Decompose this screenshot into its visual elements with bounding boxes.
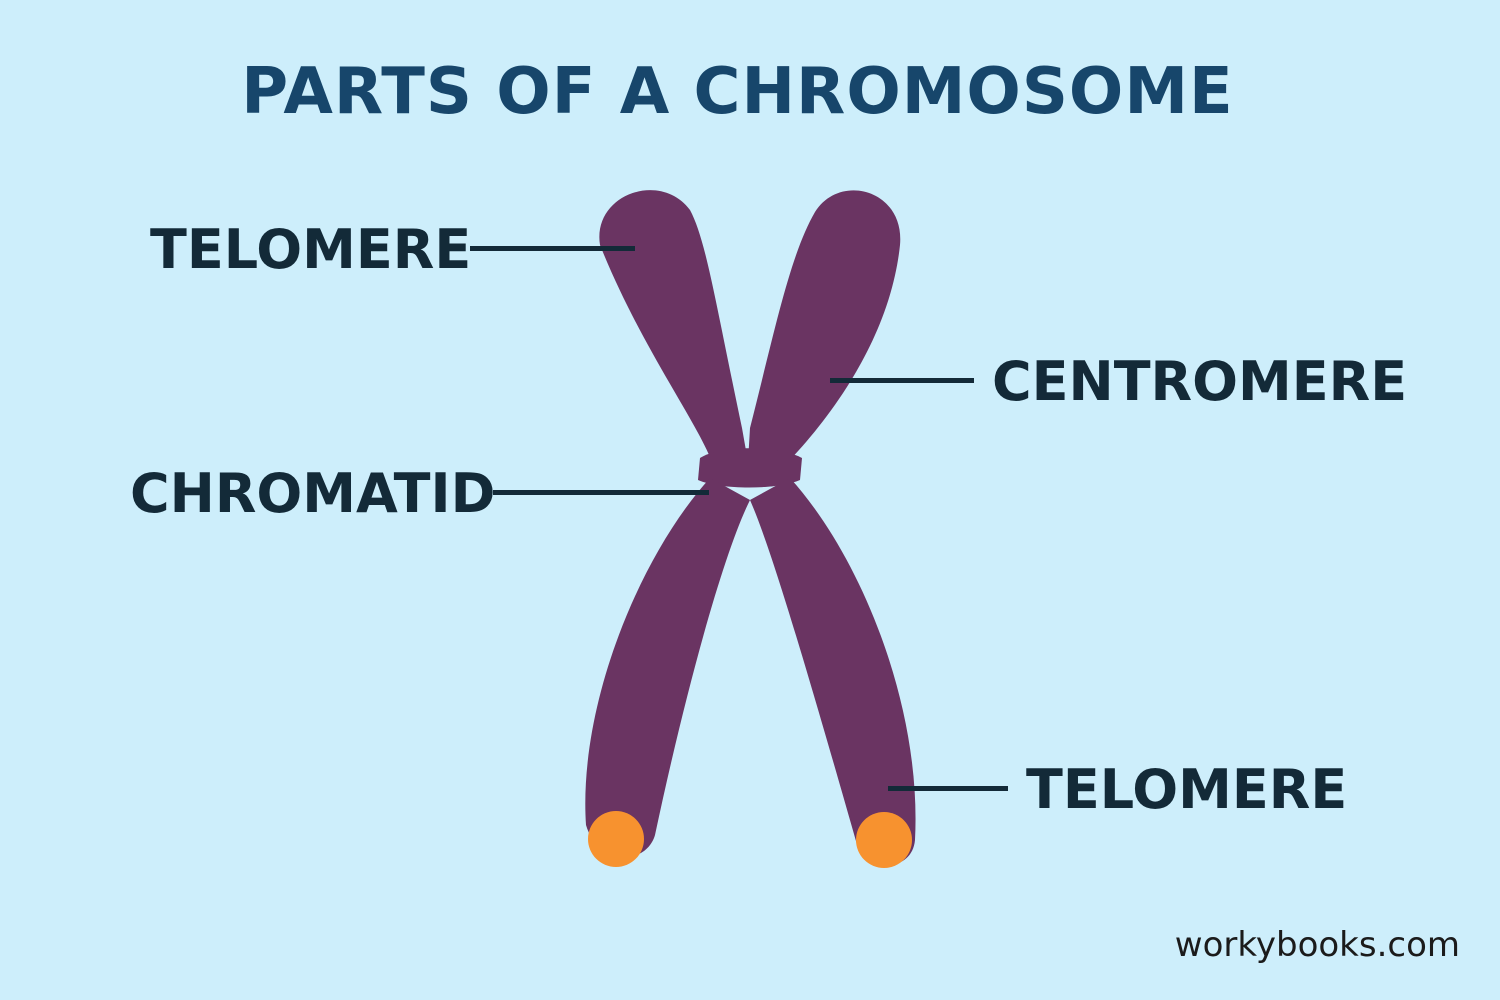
label-chromatid: CHROMATID bbox=[130, 462, 496, 525]
telomere-tip-right bbox=[856, 812, 912, 868]
leader-line-telomere-bottom bbox=[888, 786, 1008, 791]
page-title: PARTS OF A CHROMOSOME bbox=[241, 55, 1234, 129]
leader-line-chromatid bbox=[493, 490, 709, 495]
chromatid-arm-lower-left bbox=[585, 478, 750, 858]
chromatid-arm-upper-left bbox=[599, 190, 748, 462]
centromere-junction bbox=[698, 448, 802, 488]
label-telomere-top: TELOMERE bbox=[150, 218, 472, 281]
chromatid-arm-upper-right bbox=[748, 190, 901, 462]
chromatid-arm-lower-right bbox=[750, 478, 916, 866]
site-credit: workybooks.com bbox=[1174, 925, 1460, 965]
telomere-tip-left bbox=[588, 811, 644, 867]
label-telomere-bottom: TELOMERE bbox=[1026, 758, 1348, 821]
leader-line-centromere bbox=[830, 378, 974, 383]
label-centromere: CENTROMERE bbox=[992, 350, 1408, 413]
leader-line-telomere-top bbox=[470, 246, 635, 251]
